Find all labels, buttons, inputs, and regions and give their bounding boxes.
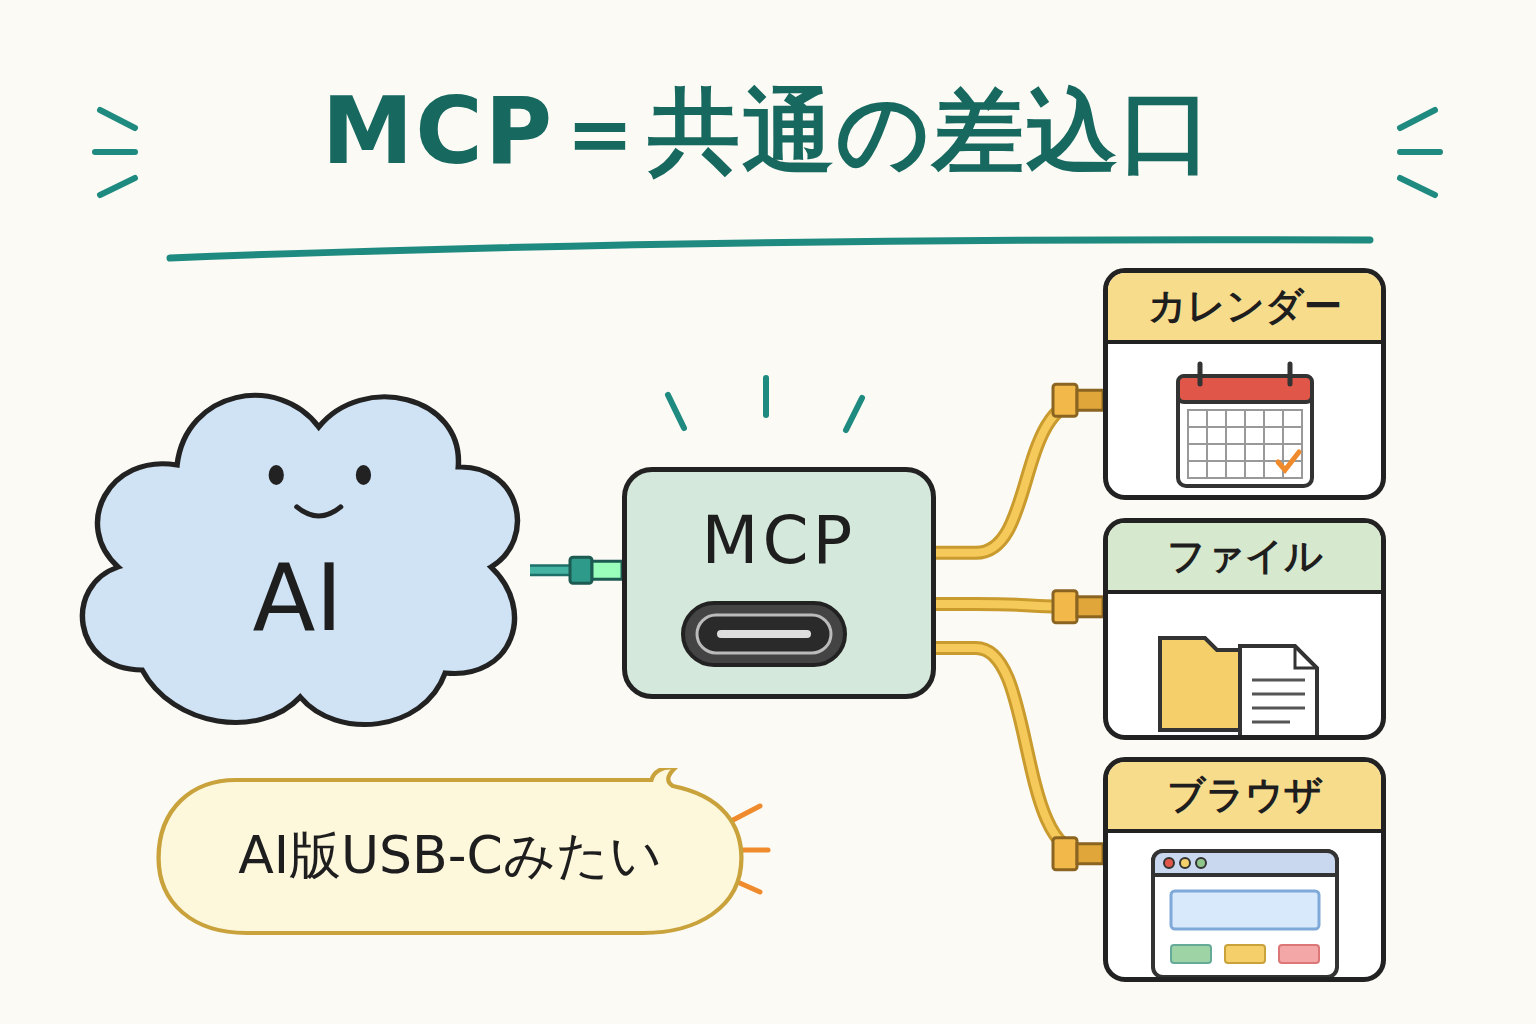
- node-label: AI版USB-Cみたい: [150, 821, 750, 891]
- card-header: ファイル: [1108, 523, 1381, 594]
- node-label: MCP: [627, 472, 931, 579]
- ai-cloud: AI: [55, 335, 540, 745]
- card-header: ブラウザ: [1108, 762, 1381, 833]
- node-label: ブラウザ: [1114, 770, 1375, 821]
- cable: [936, 591, 1103, 623]
- cable: [530, 557, 622, 583]
- tool-card: ファイル: [1103, 518, 1386, 740]
- tool-icon: [1108, 344, 1381, 497]
- node-label: AI: [55, 545, 540, 652]
- tool-icon: [1108, 833, 1381, 982]
- node-label: カレンダー: [1114, 281, 1375, 332]
- tool-icon: [1108, 594, 1381, 740]
- tool-card: カレンダー: [1103, 268, 1386, 500]
- usb-c-port: [679, 599, 849, 669]
- cable: [936, 648, 1103, 870]
- cloud-shape: [55, 335, 540, 745]
- card-header: カレンダー: [1108, 273, 1381, 344]
- node-label: ファイル: [1114, 531, 1375, 582]
- speech-bubble: AI版USB-Cみたい: [150, 768, 750, 943]
- title: MCP＝共通の差込口: [0, 70, 1536, 194]
- tool-card: ブラウザ: [1103, 757, 1386, 982]
- cable: [936, 384, 1103, 553]
- mcp-hub: MCP: [622, 467, 936, 699]
